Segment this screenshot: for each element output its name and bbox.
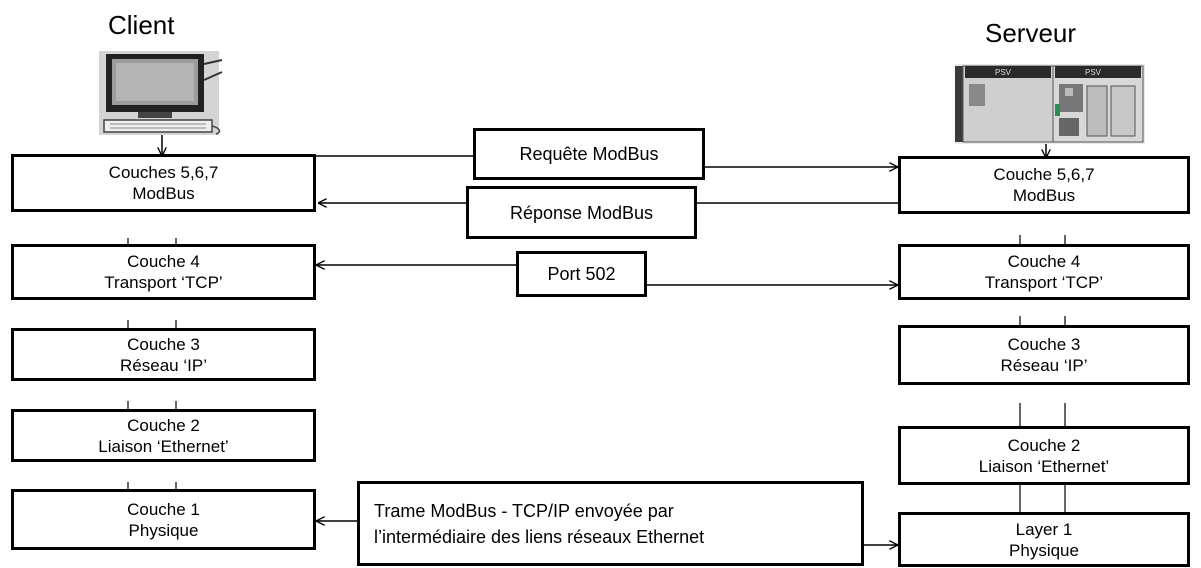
server-title: Serveur: [985, 18, 1077, 48]
layer-title: Couche 5,6,7: [993, 165, 1095, 184]
layer-subtitle: ModBus: [132, 184, 195, 203]
client-layer-1: Couche 1 Physique: [11, 489, 316, 550]
client-stack-links: [127, 238, 177, 489]
request-box: Requête ModBus: [473, 128, 705, 180]
layer-title: Couche 4: [127, 252, 200, 271]
layer-title: Couches 5,6,7: [108, 163, 219, 182]
client-layer-2: Couche 2 Liaison ‘Ethernet’: [11, 409, 316, 462]
server-device-label-1: PSV: [995, 68, 1012, 77]
server-layer-1: Layer 1 Physique: [898, 512, 1190, 567]
layer-subtitle: Réseau ‘IP’: [120, 355, 207, 375]
layer-title: Couche 2: [127, 415, 200, 435]
layer-subtitle: Liaison ‘Ethernet’: [98, 436, 229, 456]
server-layer-4: Couche 4 Transport ‘TCP’: [898, 244, 1190, 300]
client-layer-5-6-7: Couches 5,6,7 ModBus: [11, 154, 316, 212]
layer-subtitle: Physique: [128, 520, 199, 540]
layer-title: Couche 3: [127, 334, 200, 354]
layer-title: Couche 3: [1007, 335, 1081, 354]
frame-text-line-2: l’intermédiaire des liens réseaux Ethern…: [374, 526, 705, 547]
frame-box: Trame ModBus - TCP/IP envoyée par l’inte…: [357, 481, 864, 566]
server-device-label-2: PSV: [1085, 68, 1102, 77]
layer-subtitle: ModBus: [1012, 186, 1076, 205]
server-plc-icon: PSV PSV: [955, 64, 1145, 144]
layer-subtitle: Réseau ‘IP’: [1000, 356, 1088, 375]
layer-title: Couche 2: [1007, 435, 1081, 455]
client-layer-3: Couche 3 Réseau ‘IP’: [11, 328, 316, 381]
layer-title: Couche 1: [127, 499, 200, 519]
layer-title: Layer 1: [1015, 519, 1073, 539]
client-title: Client: [108, 10, 175, 40]
server-layer-3: Couche 3 Réseau ‘IP’: [898, 325, 1190, 385]
layer-subtitle: Liaison ‘Ethernet’: [978, 456, 1110, 476]
layer-title: Couche 4: [1007, 252, 1081, 271]
layer-subtitle: Transport ‘TCP’: [984, 273, 1104, 292]
server-stack-links: [1019, 235, 1066, 512]
layer-subtitle: Physique: [1009, 540, 1079, 560]
layer-subtitle: Transport ‘TCP’: [104, 273, 223, 292]
client-layer-4: Couche 4 Transport ‘TCP’: [11, 244, 316, 300]
client-computer-icon: [99, 51, 223, 135]
server-layer-2: Couche 2 Liaison ‘Ethernet’: [898, 426, 1190, 485]
port-box: Port 502: [516, 251, 647, 297]
frame-text-line-1: Trame ModBus - TCP/IP envoyée par: [374, 500, 674, 521]
response-box: Réponse ModBus: [466, 186, 697, 239]
server-layer-5-6-7: Couche 5,6,7 ModBus: [898, 156, 1190, 214]
